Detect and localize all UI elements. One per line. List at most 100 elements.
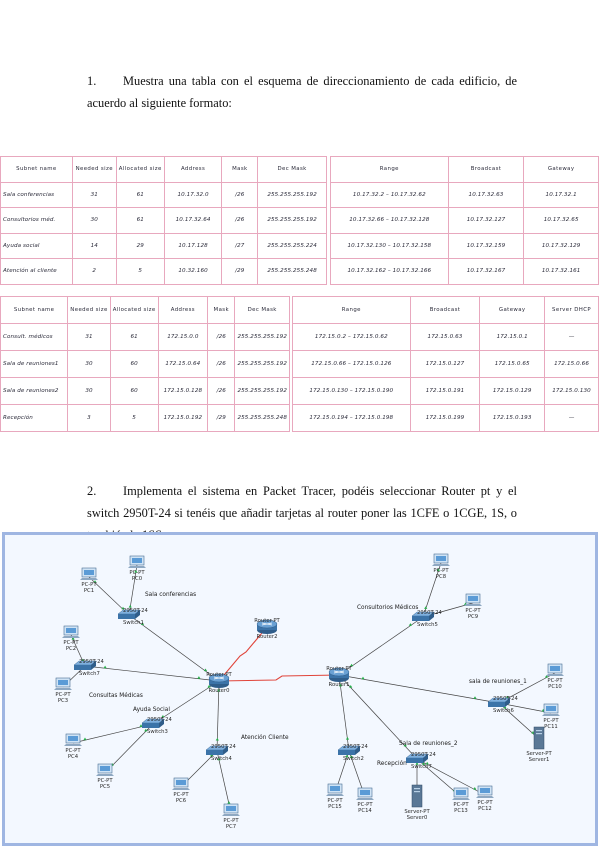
- device-name-label: Switch7: [411, 764, 432, 770]
- device-name-label: PC1: [84, 588, 94, 594]
- ethernet-link: [128, 614, 220, 682]
- column-header: Broadcast: [447, 156, 525, 183]
- area-label: Sala conferencias: [145, 592, 196, 598]
- link-light: [403, 743, 407, 747]
- router-icon[interactable]: [328, 667, 350, 682]
- device-name-label: Router0: [209, 688, 231, 694]
- pc-icon[interactable]: [476, 785, 494, 798]
- pc-icon[interactable]: [64, 733, 82, 746]
- router-icon[interactable]: [208, 673, 230, 688]
- table-cell: 10.17.32.127: [447, 207, 525, 234]
- area-label: Atención Cliente: [241, 734, 289, 741]
- server-icon[interactable]: [411, 784, 423, 808]
- device-type-label: PC-PT: [81, 582, 97, 588]
- link-light: [503, 705, 507, 709]
- network-topology-canvas: Router-PTRouter0Router-PTRouter1Router-P…: [54, 553, 564, 830]
- pc-icon[interactable]: [80, 567, 98, 580]
- link-light: [83, 737, 87, 741]
- column-header: Dec Mask: [257, 156, 327, 183]
- link-light: [349, 755, 353, 758]
- table-cell: /26: [207, 377, 236, 405]
- table-cell: Recepción: [0, 404, 69, 432]
- link-light: [207, 684, 211, 688]
- switch-icon[interactable]: [405, 753, 429, 763]
- column-header: Server DHCP: [544, 296, 599, 324]
- table-cell: Consult. médicos: [0, 323, 69, 351]
- table-cell: Sala de reuniones2: [0, 377, 69, 405]
- table-cell: 172.15.0.66: [544, 350, 599, 378]
- pc-icon[interactable]: [546, 663, 564, 676]
- device-name-label: PC8: [436, 574, 447, 580]
- network-links: [62, 562, 556, 814]
- link-light: [161, 714, 165, 718]
- table-cell: 255.255.255.192: [257, 181, 327, 208]
- switch-icon[interactable]: [117, 609, 141, 619]
- link-light: [217, 757, 221, 761]
- switch-icon[interactable]: [411, 611, 435, 621]
- device-name-label: PC13: [454, 808, 468, 814]
- table-cell: 172.15.0.66 – 172.15.0.126: [292, 350, 411, 378]
- pc-icon[interactable]: [128, 555, 146, 568]
- column-header: Address: [163, 156, 223, 183]
- device-type-label: PC-PT: [97, 778, 113, 784]
- link-light: [473, 696, 477, 699]
- switch-icon[interactable]: [141, 718, 165, 728]
- table-cell: Ayuda social: [0, 232, 73, 259]
- table-cell: 5: [115, 258, 165, 285]
- device-type-label: Router-PT: [326, 666, 352, 672]
- pc-icon[interactable]: [54, 677, 72, 690]
- table-cell: 10.17.32.2 – 10.17.32.62: [330, 181, 449, 208]
- pc-icon[interactable]: [326, 783, 344, 796]
- switch-icon[interactable]: [73, 660, 97, 670]
- switch-icon[interactable]: [205, 745, 229, 755]
- device-name-label: PC9: [468, 614, 478, 620]
- table-cell: 29: [115, 232, 165, 259]
- switch-icon[interactable]: [337, 745, 361, 755]
- link-light: [227, 801, 231, 804]
- table-cell: 172.15.0.1: [479, 323, 546, 351]
- table-cell: 172.15.0.130: [544, 377, 599, 405]
- table-cell: —: [544, 404, 599, 432]
- device-type-label: PC-PT: [55, 692, 71, 698]
- pc-icon[interactable]: [464, 593, 482, 606]
- pc-icon[interactable]: [542, 703, 560, 716]
- table-cell: 10.17.32.159: [447, 232, 525, 259]
- table-cell: 172.15.0.64: [157, 350, 209, 378]
- pc-icon[interactable]: [452, 787, 470, 800]
- link-light: [210, 753, 214, 757]
- column-header: Range: [330, 156, 449, 183]
- table-cell: Sala de reuniones1: [0, 350, 69, 378]
- device-name-label: PC2: [66, 646, 76, 652]
- pc-icon[interactable]: [222, 803, 240, 816]
- device-name-label: PC3: [58, 698, 68, 704]
- server-icon[interactable]: [533, 726, 545, 750]
- router-icon[interactable]: [256, 619, 278, 634]
- link-light: [81, 658, 85, 662]
- pc-icon[interactable]: [172, 777, 190, 790]
- device-type-label: 2950T-24: [211, 744, 237, 750]
- pc-icon[interactable]: [62, 625, 80, 638]
- table-cell: 30: [67, 377, 111, 405]
- pc-icon[interactable]: [356, 787, 374, 800]
- switch-icon[interactable]: [487, 697, 511, 707]
- table-cell: 172.15.0.191: [409, 377, 481, 405]
- device-type-label: PC-PT: [543, 718, 559, 724]
- paragraph-1-number: 1.: [87, 74, 97, 88]
- device-name-label: Router2: [257, 634, 278, 640]
- table-cell: 255.255.255.224: [257, 232, 327, 259]
- link-light: [345, 737, 350, 740]
- link-light: [338, 683, 343, 687]
- device-type-label: Server-PT: [526, 751, 552, 757]
- pc-icon[interactable]: [432, 553, 450, 566]
- pc-icon[interactable]: [96, 763, 114, 776]
- link-light: [545, 674, 549, 678]
- device-name-label: Switch2: [343, 756, 364, 762]
- table-cell: 10.17.32.1: [523, 181, 599, 208]
- area-label: sala de reuniones_1: [469, 679, 527, 685]
- table-cell: Atención al cliente: [0, 258, 73, 285]
